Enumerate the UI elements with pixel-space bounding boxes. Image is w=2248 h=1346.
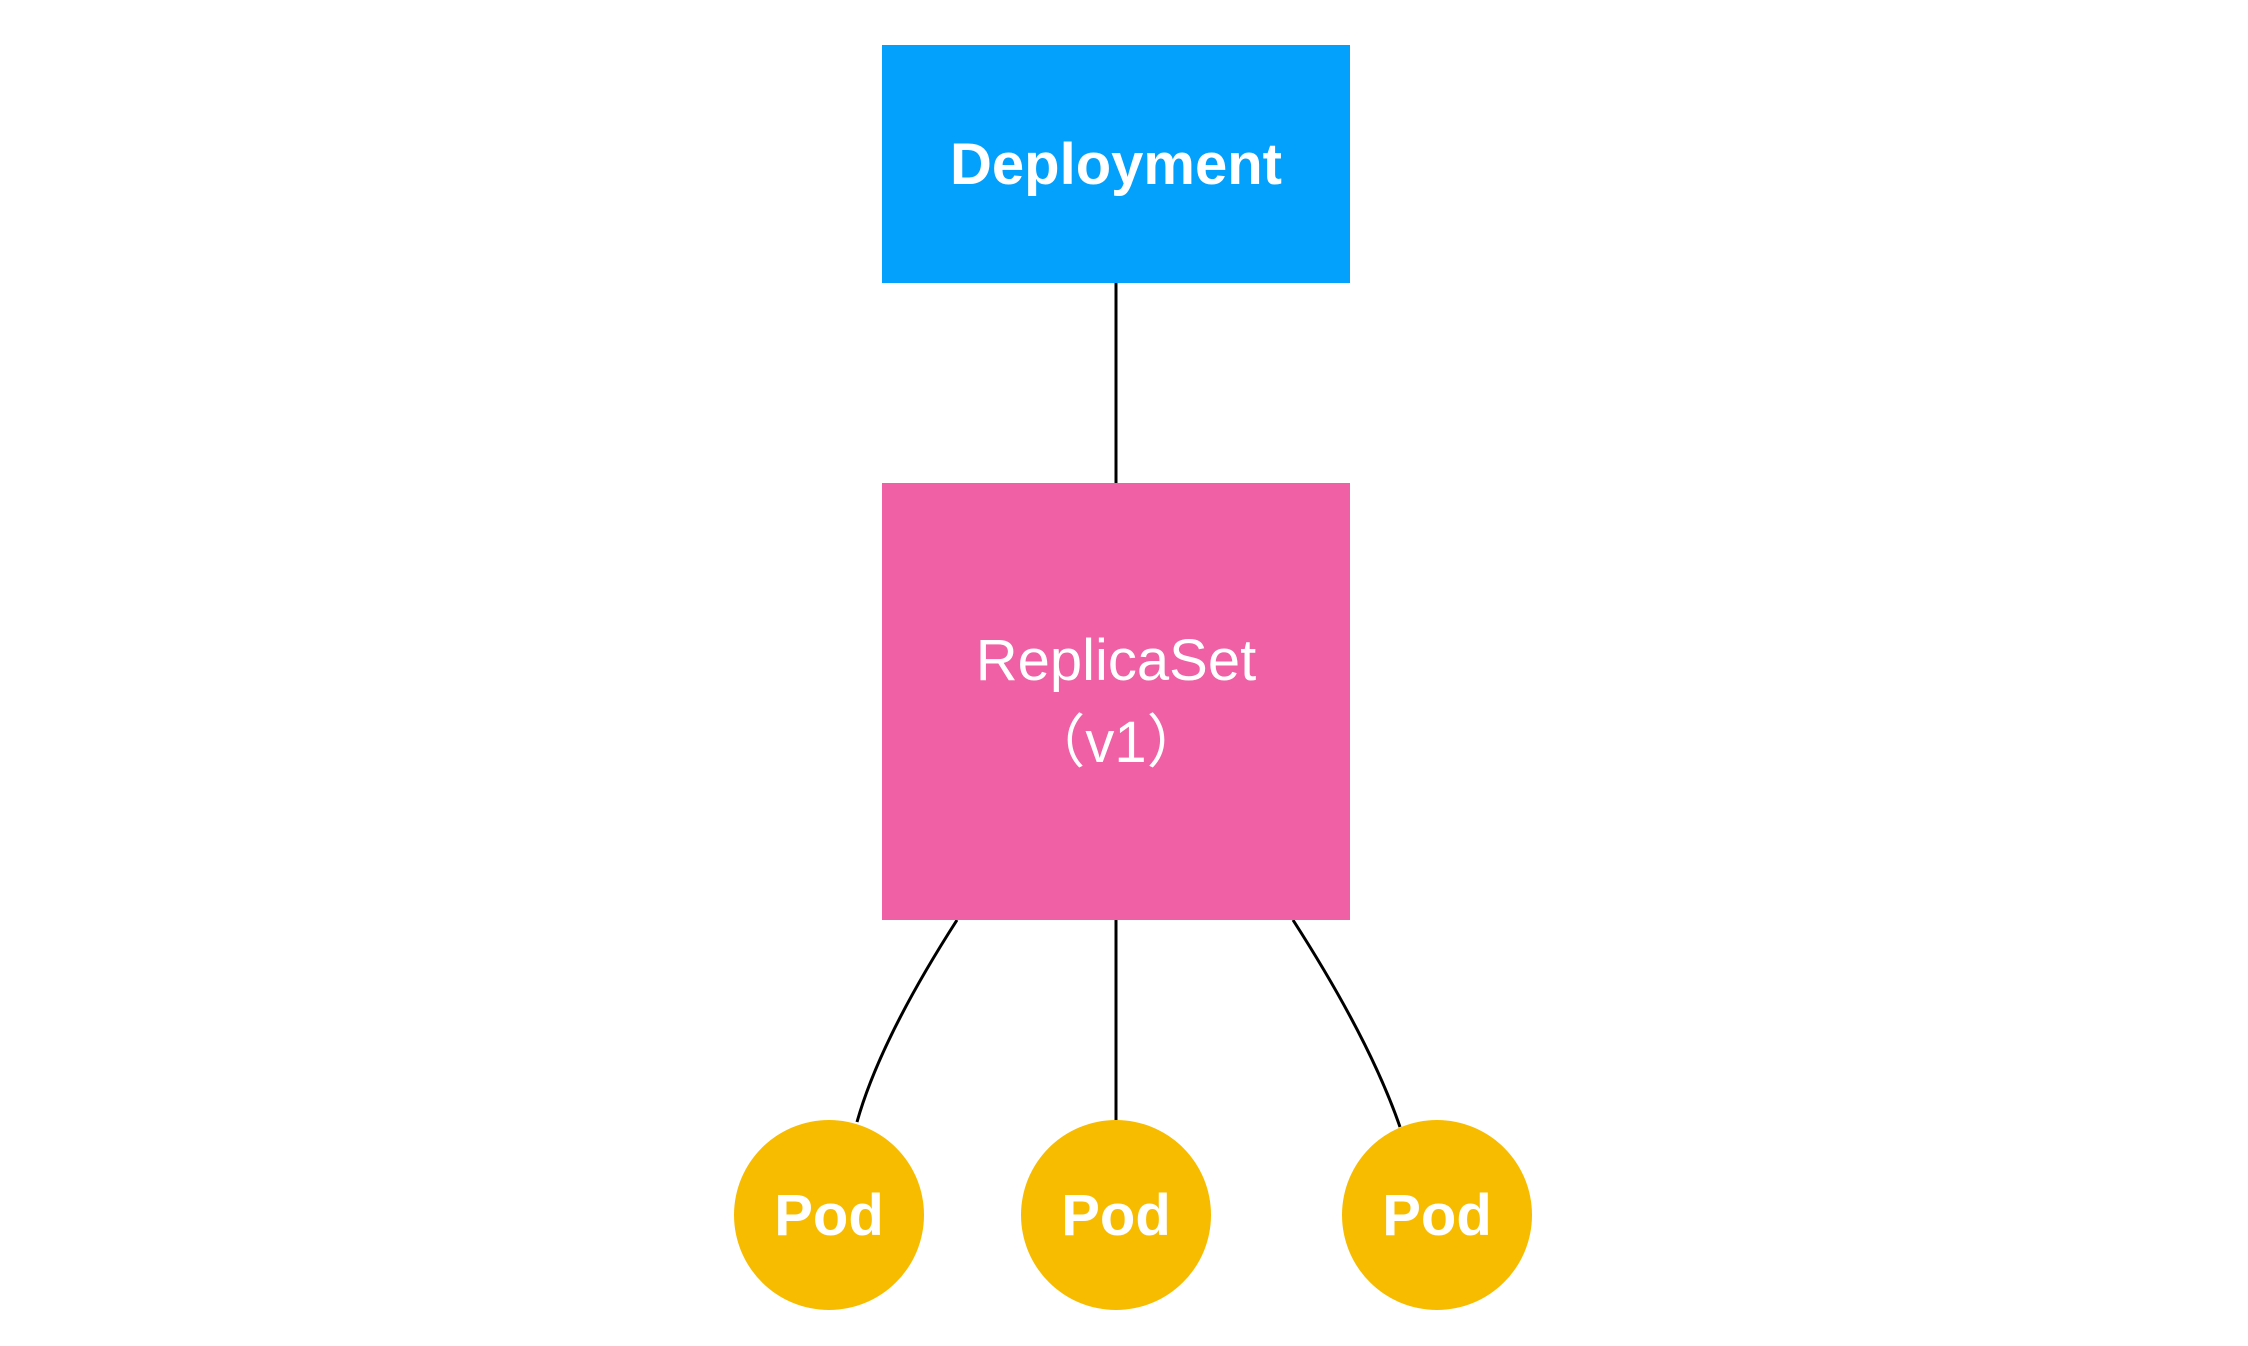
- edge-replicaset-pod-1: [855, 919, 959, 1123]
- pod-label-1: Pod: [774, 1182, 884, 1248]
- pod-label-3: Pod: [1382, 1182, 1492, 1248]
- pod-node-2: Pod: [1021, 1120, 1211, 1310]
- edge-replicaset-pod-3: [1291, 919, 1402, 1128]
- replicaset-label: ReplicaSet: [975, 627, 1257, 693]
- pod-label-2: Pod: [1061, 1182, 1171, 1248]
- pod-node-1: Pod: [734, 1120, 924, 1310]
- deployment-label: Deployment: [950, 131, 1282, 197]
- replicaset-version: （v1）: [1027, 709, 1205, 775]
- deployment-node: Deployment: [882, 45, 1350, 283]
- replicaset-node: ReplicaSet （v1）: [882, 483, 1350, 920]
- pod-node-3: Pod: [1342, 1120, 1532, 1310]
